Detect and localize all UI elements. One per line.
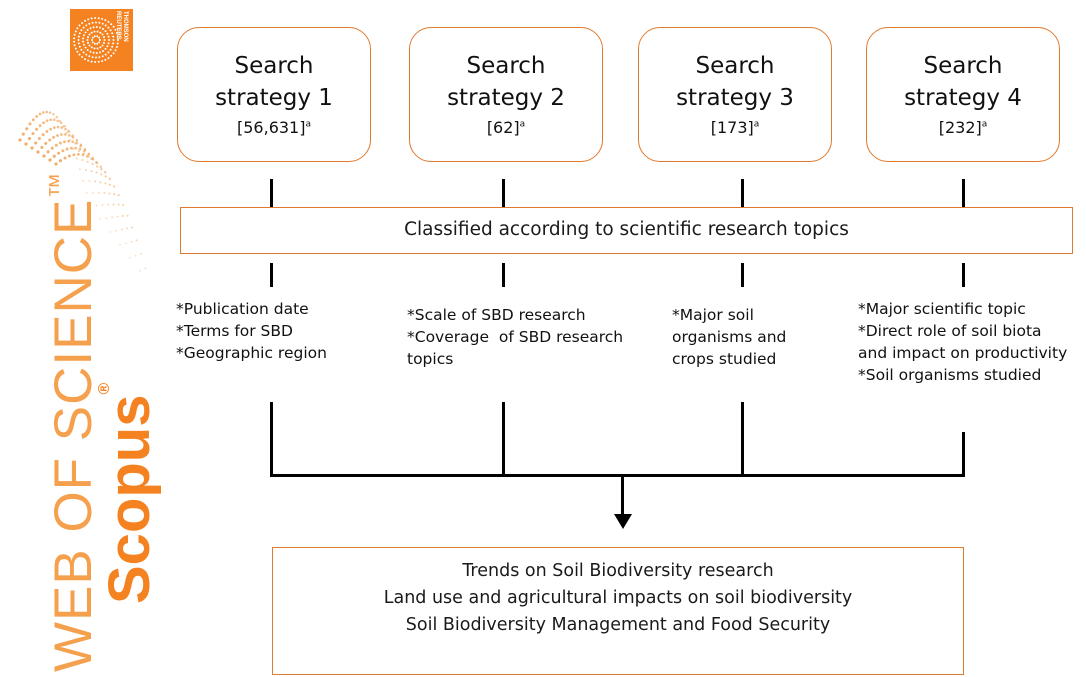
- topic-item: and impact on productivity: [858, 344, 1068, 362]
- topics-strategy-1: *Publication date *Terms for SBD *Geogra…: [176, 298, 327, 364]
- topic-item: *Major scientific topic: [858, 300, 1026, 318]
- output-item: Trends on Soil Biodiversity research: [462, 561, 774, 581]
- topic-item: *Direct role of soil biota: [858, 322, 1042, 340]
- strategy-count: [232]a: [938, 118, 988, 137]
- connector-line: [741, 263, 744, 287]
- strategy-count: [173]a: [710, 118, 760, 137]
- topic-item: crops studied: [672, 350, 777, 368]
- topics-strategy-2: *Scale of SBD research *Coverage of SBD …: [407, 304, 623, 370]
- web-of-science-arc-icon: [18, 110, 147, 272]
- connector-line: [270, 179, 273, 207]
- outputs-box: Trends on Soil Biodiversity research Lan…: [272, 547, 964, 675]
- thomson-reuters-dot-globe-icon: [73, 17, 119, 63]
- connector-line: [962, 179, 965, 207]
- web-of-science-logo: WEB OF SCIENCE™: [43, 172, 104, 672]
- connector-line: [741, 402, 744, 477]
- topics-strategy-3: *Major soil organisms and crops studied: [672, 304, 786, 370]
- scopus-text: Scopus: [97, 394, 162, 605]
- connector-line: [741, 179, 744, 207]
- topic-item: *Scale of SBD research: [407, 306, 586, 324]
- arrow-down-icon: [614, 514, 632, 529]
- connector-line: [502, 263, 505, 287]
- strategy-count: [62]a: [486, 118, 526, 137]
- web-of-science-text: WEB OF SCIENCE: [44, 198, 103, 672]
- thomson-reuters-wordmark: THOMSON REUTERS: [114, 11, 128, 67]
- arrow-shaft: [621, 476, 624, 516]
- classification-label: Classified according to scientific resea…: [404, 219, 849, 240]
- topic-item: *Geographic region: [176, 344, 327, 362]
- connector-line: [270, 263, 273, 287]
- topic-item: organisms and: [672, 328, 787, 346]
- strategy-count: [56,631]a: [237, 118, 311, 137]
- connector-line: [270, 402, 273, 477]
- classification-box: Classified according to scientific resea…: [180, 207, 1073, 254]
- connector-line: [962, 432, 965, 477]
- registered-symbol: ®: [96, 382, 113, 395]
- trademark-symbol: ™: [43, 171, 73, 199]
- thomson-reuters-text: THOMSON REUTERS: [115, 11, 128, 42]
- topic-item: *Terms for SBD: [176, 322, 293, 340]
- topic-item: *Soil organisms studied: [858, 366, 1042, 384]
- thomson-reuters-logo: THOMSON REUTERS: [70, 9, 133, 71]
- scopus-logo: Scopus®: [96, 383, 163, 604]
- connector-line: [502, 179, 505, 207]
- connector-line: [962, 263, 965, 287]
- merge-line: [270, 474, 965, 477]
- topic-item: *Publication date: [176, 300, 309, 318]
- topics-strategy-4: *Major scientific topic *Direct role of …: [858, 298, 1067, 386]
- topic-item: *Coverage of SBD research: [407, 328, 624, 346]
- connector-line: [502, 402, 505, 477]
- output-item: Soil Biodiversity Management and Food Se…: [405, 615, 831, 635]
- topic-item: topics: [407, 350, 454, 368]
- output-item: Land use and agricultural impacts on soi…: [383, 588, 853, 608]
- topic-item: *Major soil: [672, 306, 754, 324]
